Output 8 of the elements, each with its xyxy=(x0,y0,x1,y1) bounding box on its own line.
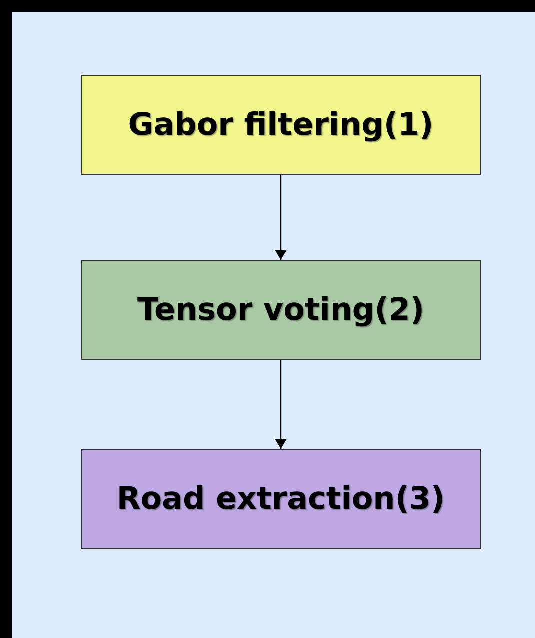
box-label: Gabor filtering(1) xyxy=(128,106,434,145)
box-label: Road extraction(3) xyxy=(116,480,446,519)
arrow xyxy=(275,175,287,260)
process-box xyxy=(81,75,481,175)
process-box xyxy=(81,449,481,549)
process-box xyxy=(81,260,481,360)
box-label: Tensor voting(2) xyxy=(137,290,425,330)
arrow xyxy=(275,360,287,449)
